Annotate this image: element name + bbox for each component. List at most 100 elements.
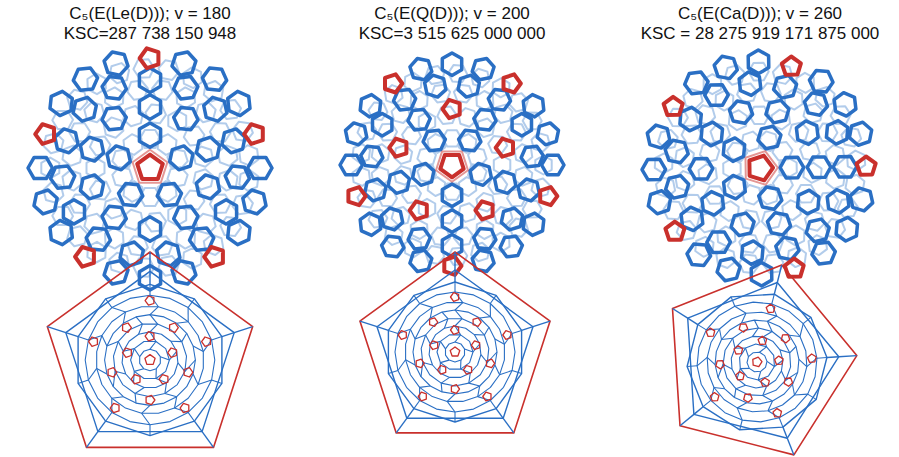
schlegel-edge bbox=[460, 360, 461, 369]
pentagon-face bbox=[706, 328, 715, 336]
pentagon-face bbox=[385, 74, 402, 92]
schlegel-edge bbox=[194, 421, 202, 431]
schlegel-edge bbox=[787, 438, 794, 455]
schlegel-edge bbox=[694, 407, 703, 415]
schlegel-edge bbox=[360, 321, 377, 327]
pentagon-face bbox=[758, 336, 767, 344]
pentagon-face bbox=[123, 323, 132, 332]
hexagon-face bbox=[413, 163, 434, 185]
pentagon-face bbox=[736, 372, 745, 380]
pentagon-face bbox=[410, 201, 427, 219]
pentagon-face bbox=[146, 395, 155, 404]
hexagon-face bbox=[780, 157, 804, 178]
hexagon-face bbox=[850, 188, 873, 211]
hexagon-face bbox=[680, 107, 701, 131]
hexagon-face bbox=[228, 91, 250, 115]
schlegel-edge bbox=[737, 403, 746, 408]
schlegel-edge bbox=[490, 304, 491, 317]
hexagon-face bbox=[459, 130, 481, 151]
schlegel-edge bbox=[123, 312, 125, 323]
hexagon-face bbox=[836, 217, 857, 241]
schlegel-edge bbox=[193, 374, 198, 385]
pentagon-face bbox=[785, 259, 804, 277]
pentagon-face bbox=[450, 347, 460, 356]
hexagon-face bbox=[759, 187, 782, 209]
hexagon-face bbox=[849, 122, 871, 145]
schlegel-edge bbox=[414, 401, 420, 409]
schlegel-edge bbox=[763, 396, 773, 402]
hexagon-face bbox=[346, 123, 367, 145]
schlegel-edge bbox=[737, 408, 742, 420]
pentagon-face bbox=[753, 357, 762, 366]
pentagon-face bbox=[145, 296, 154, 305]
hexagon-face bbox=[470, 163, 491, 185]
hexagon-face bbox=[120, 242, 143, 266]
hexagon-face bbox=[812, 242, 835, 264]
schlegel-ring bbox=[421, 319, 489, 386]
schlegel-edge bbox=[793, 385, 795, 396]
pentagon-face bbox=[540, 187, 557, 205]
hexagon-face bbox=[833, 157, 857, 178]
pentagon-face bbox=[145, 332, 154, 341]
schlegel-edge bbox=[768, 401, 773, 411]
schlegel-edge bbox=[774, 283, 777, 295]
hexagon-face bbox=[826, 121, 847, 145]
schlegel-edge bbox=[753, 328, 759, 336]
schlegel-edge bbox=[447, 394, 455, 401]
pentagon-face bbox=[463, 366, 471, 375]
schlegel-edge bbox=[839, 356, 857, 357]
hexagon-face bbox=[702, 192, 724, 216]
hexagon-face bbox=[442, 184, 461, 206]
schlegel-edge bbox=[421, 363, 423, 377]
hexagon-face bbox=[50, 91, 72, 115]
hexagon-face bbox=[705, 85, 729, 106]
pentagon-face bbox=[734, 346, 743, 354]
hexagon-face bbox=[724, 175, 746, 198]
schlegel-ring bbox=[105, 315, 196, 406]
schlegel-edge bbox=[441, 377, 449, 383]
outer-face bbox=[360, 252, 550, 433]
hexagon-face bbox=[63, 200, 84, 224]
schlegel-edge bbox=[182, 333, 187, 341]
schlegel-edge bbox=[118, 342, 123, 352]
schlegel-edge bbox=[758, 371, 761, 380]
schlegel-edge bbox=[78, 337, 88, 340]
hexagon-face bbox=[729, 101, 752, 123]
schlegel-edge bbox=[150, 324, 158, 332]
schlegel-edge bbox=[688, 318, 698, 324]
schlegel-edge bbox=[171, 341, 182, 342]
hexagon-face bbox=[723, 138, 744, 162]
pentagon-face bbox=[133, 150, 168, 183]
schlegel-ring bbox=[97, 307, 204, 414]
schlegel-edge bbox=[112, 308, 126, 312]
hexagon-face bbox=[758, 126, 781, 149]
hexagon-face bbox=[501, 208, 522, 230]
schlegel-edge bbox=[135, 394, 137, 404]
schlegel-edge bbox=[454, 412, 455, 422]
schlegel-edge bbox=[149, 425, 150, 436]
hexagon-face bbox=[523, 95, 544, 117]
hexagon-face bbox=[157, 242, 180, 266]
hexagon-face bbox=[472, 59, 494, 80]
hexagon-face bbox=[373, 114, 392, 136]
structure-title: C₅(E(Ca(D))); v = 260 bbox=[678, 4, 842, 24]
schlegel-edge bbox=[763, 386, 767, 395]
pentagon-face bbox=[440, 155, 463, 177]
schlegel-ring bbox=[122, 332, 178, 388]
schlegel-edge bbox=[377, 327, 388, 331]
hexagon-face bbox=[495, 171, 516, 193]
pentagon-face bbox=[170, 323, 179, 332]
hexagon-face bbox=[474, 110, 496, 130]
hexagon-face bbox=[796, 121, 818, 144]
schlegel-edge bbox=[454, 282, 455, 292]
schlegel-ring bbox=[406, 303, 505, 402]
hexagon-face bbox=[139, 95, 160, 119]
hexagon-face bbox=[360, 95, 381, 117]
schlegel-edge bbox=[780, 350, 790, 353]
hexagon-face bbox=[80, 175, 103, 199]
schlegel-edge bbox=[533, 321, 550, 327]
schlegel-edge bbox=[454, 270, 455, 282]
hexagon-face bbox=[807, 157, 831, 178]
schlegel-edge bbox=[455, 303, 463, 310]
